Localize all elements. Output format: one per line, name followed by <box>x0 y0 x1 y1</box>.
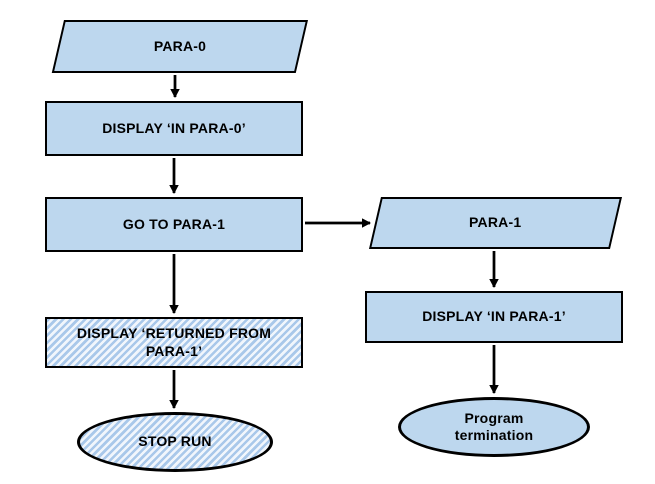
node-program-termination-label: Program termination <box>454 409 534 444</box>
node-para0: PARA-0 <box>51 20 309 73</box>
node-stop-run: STOP RUN <box>77 412 273 472</box>
node-display-in-para1-label: DISPLAY ‘IN PARA-1’ <box>422 308 566 325</box>
node-display-in-para0-label: DISPLAY ‘IN PARA-0’ <box>102 119 246 136</box>
node-display-returned-from-para1-label: DISPLAY ‘RETURNED FROM PARA-1’ <box>76 325 272 359</box>
node-stop-run-label: STOP RUN <box>138 433 212 450</box>
node-display-in-para1: DISPLAY ‘IN PARA-1’ <box>365 291 623 343</box>
node-display-returned-from-para1: DISPLAY ‘RETURNED FROM PARA-1’ <box>45 317 303 368</box>
node-para1: PARA-1 <box>368 197 622 249</box>
node-program-termination: Program termination <box>398 397 590 457</box>
node-display-in-para0: DISPLAY ‘IN PARA-0’ <box>45 101 303 156</box>
node-para1-label: PARA-1 <box>469 214 522 231</box>
node-para0-label: PARA-0 <box>153 37 207 54</box>
node-go-to-para1-label: GO TO PARA-1 <box>122 215 226 232</box>
node-go-to-para1: GO TO PARA-1 <box>45 197 303 252</box>
